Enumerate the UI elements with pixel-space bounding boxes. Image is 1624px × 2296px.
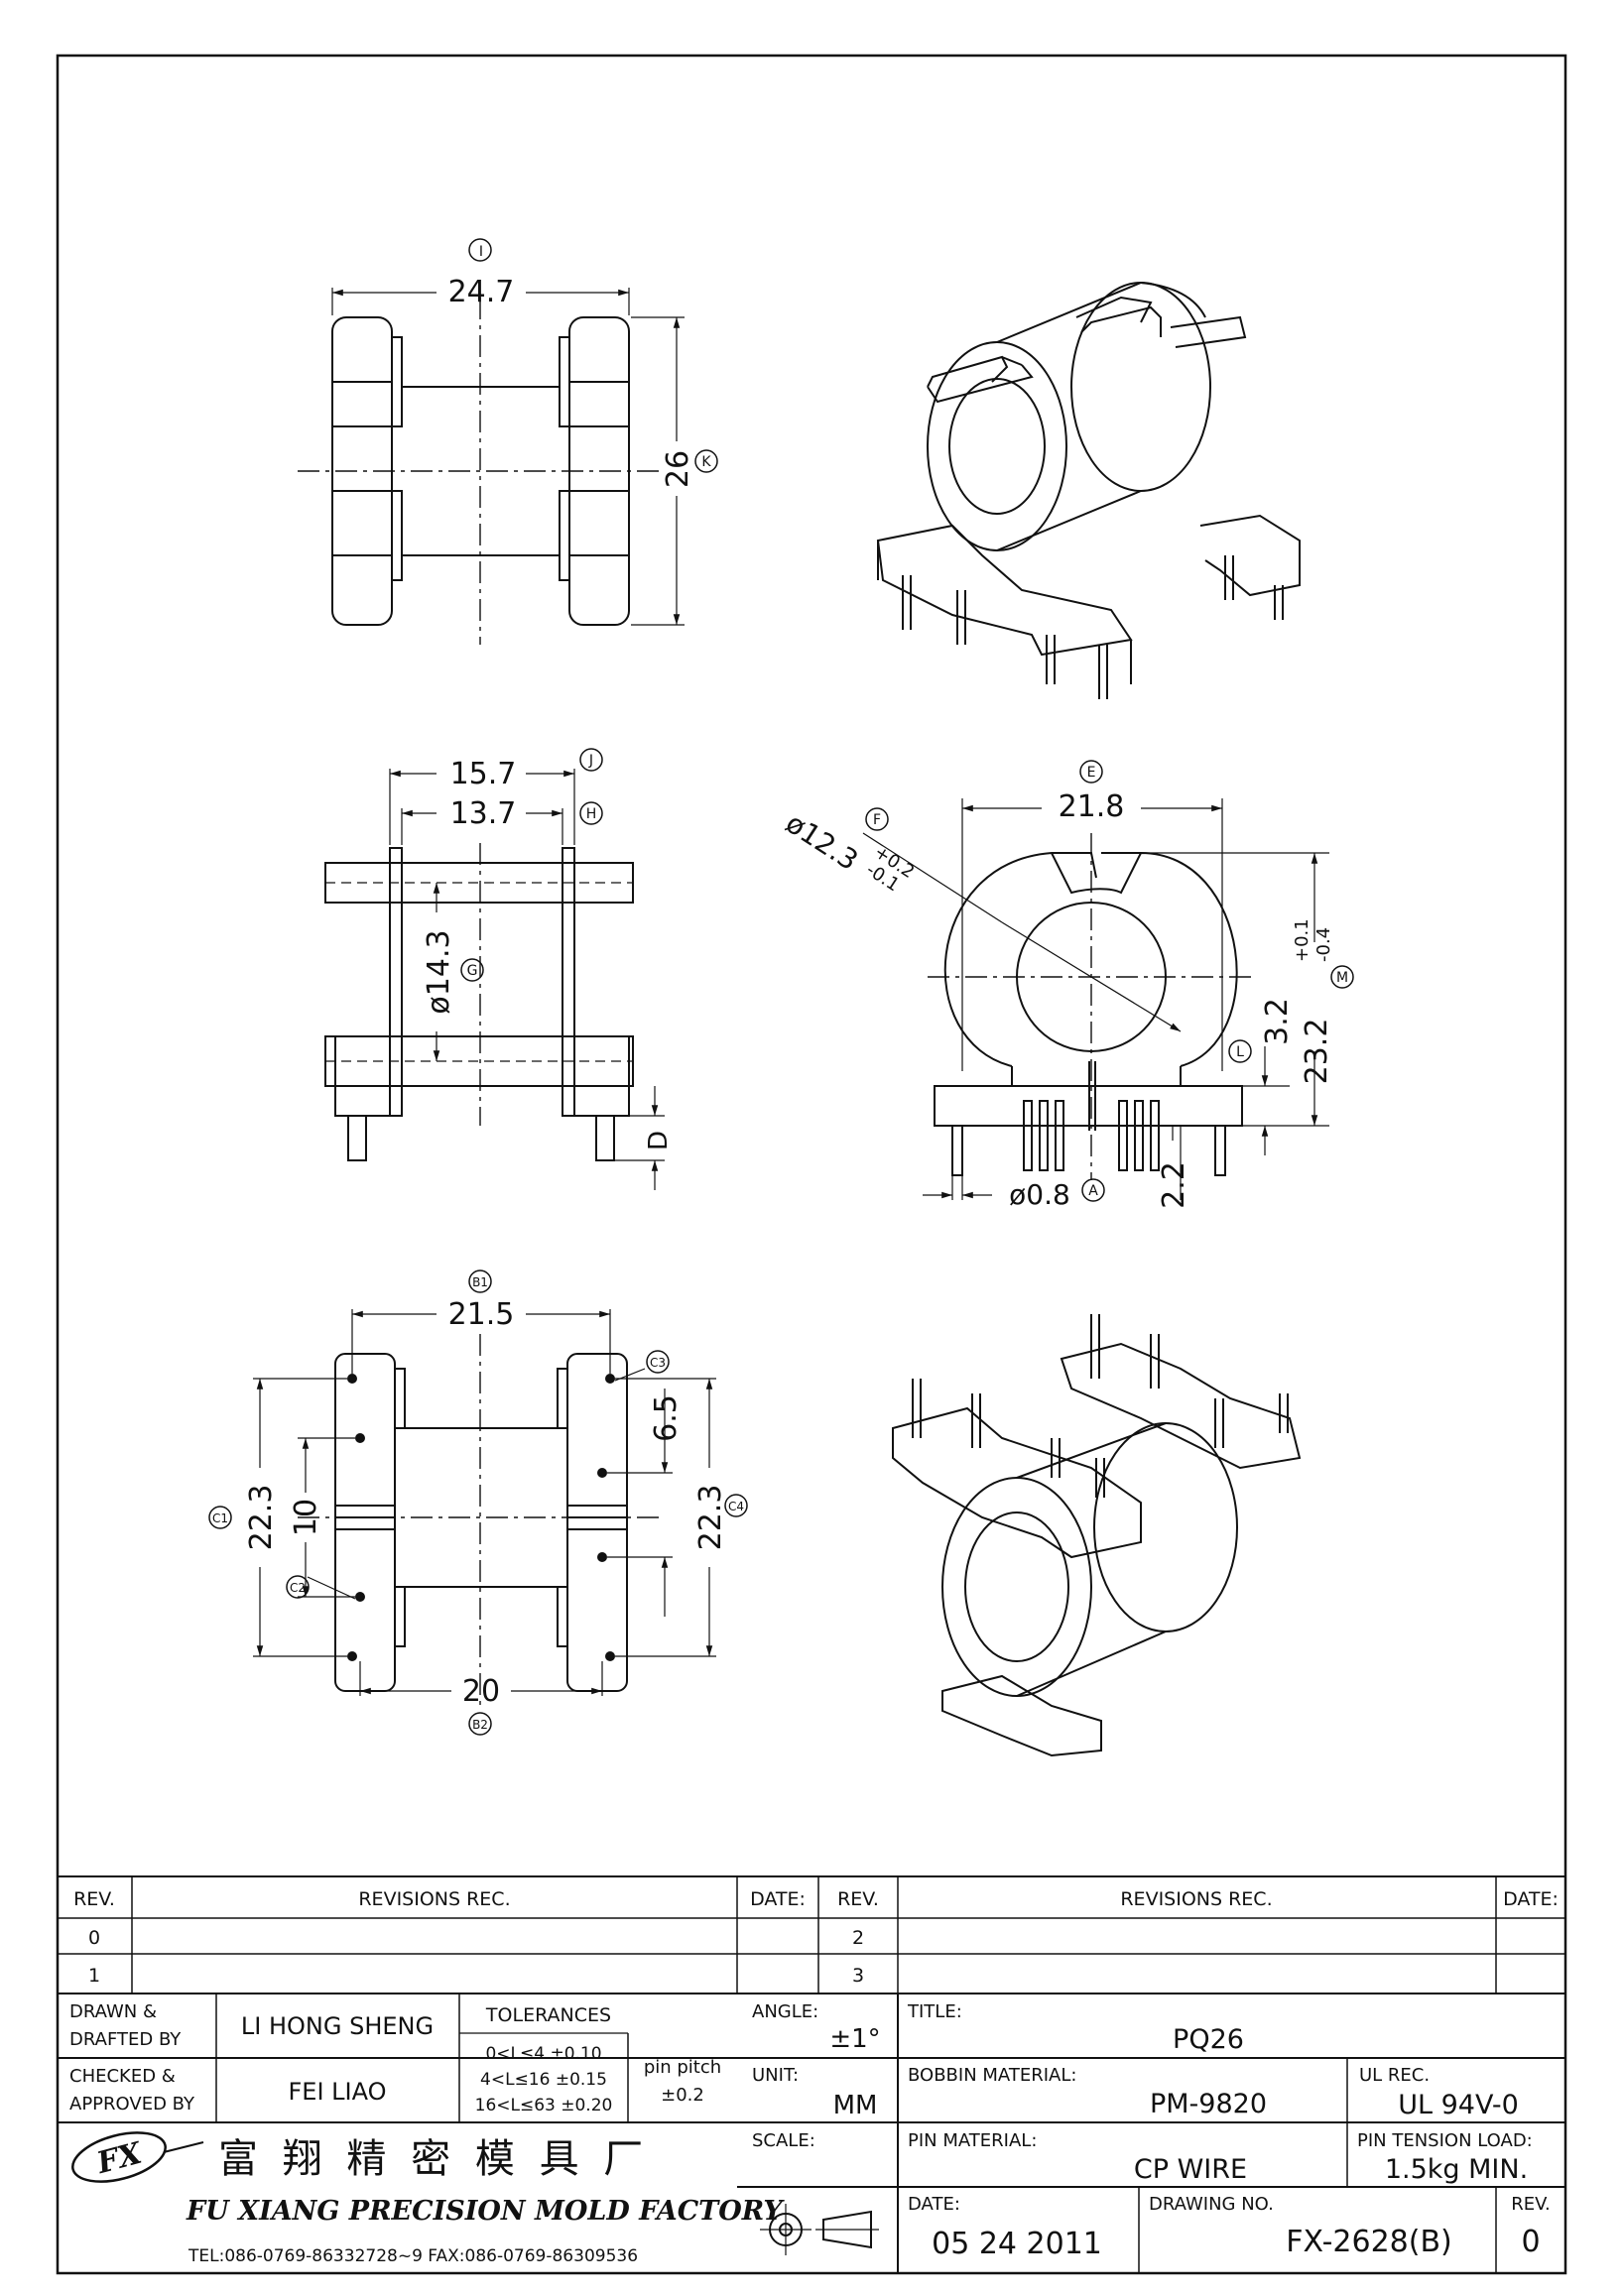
dim-15-7: 15.7 <box>450 757 517 791</box>
balloon-i: I <box>479 244 483 260</box>
balloon-k: K <box>701 454 711 470</box>
tolerance-row-1: 0<L≤4 ±0.10 <box>485 2044 601 2064</box>
dim-22-3-right: 22.3 <box>693 1485 728 1551</box>
front-view <box>862 760 1354 1202</box>
dim-dia-0-8: ø0.8 <box>1009 1178 1070 1211</box>
dim-21-5: 21.5 <box>448 1297 515 1332</box>
company-name-cn: 富 翔 精 密 模 具 厂 <box>218 2136 649 2182</box>
bobbin-material-label: BOBBIN MATERIAL: <box>908 2065 1076 2086</box>
title-label: TITLE: <box>907 2001 962 2022</box>
balloon-l: L <box>1236 1044 1244 1060</box>
rec-header-2: REVISIONS REC. <box>1120 1888 1272 1910</box>
tolerance-row-3: 16<L≤63 ±0.20 <box>475 2096 613 2115</box>
dim-24-7: 24.7 <box>448 275 515 309</box>
drawn-by-value: LI HONG SHENG <box>241 2012 434 2040</box>
pin-pitch-label: pin pitch <box>644 2057 721 2078</box>
unit-label: UNIT: <box>752 2065 799 2086</box>
tol-23-2-lower: -0.4 <box>1313 927 1334 962</box>
bobbin-material-value: PM-9820 <box>1150 2089 1267 2119</box>
ul-rec-value: UL 94V-0 <box>1398 2090 1519 2120</box>
balloon-c4: C4 <box>728 1500 744 1513</box>
drawn-label-1: DRAWN & <box>69 2001 157 2022</box>
pin-tension-label: PIN TENSION LOAD: <box>1357 2130 1533 2151</box>
pin-material-value: CP WIRE <box>1134 2154 1247 2185</box>
dim-2-2: 2.2 <box>1157 1161 1191 1209</box>
rev-1: 1 <box>88 1965 100 1987</box>
dim-23-2: 23.2 <box>1300 1019 1334 1085</box>
rev-header-1: REV. <box>73 1888 115 1910</box>
rev-label: REV. <box>1511 2194 1551 2215</box>
balloon-m: M <box>1336 970 1348 986</box>
drawing-no-label: DRAWING NO. <box>1149 2194 1274 2215</box>
balloon-c1: C1 <box>212 1511 228 1525</box>
title-value: PQ26 <box>1173 2024 1244 2055</box>
rec-header-1: REVISIONS REC. <box>358 1888 510 1910</box>
iso-view-front <box>876 282 1301 699</box>
rev-header-2: REV. <box>837 1888 879 1910</box>
dim-13-7: 13.7 <box>450 796 517 831</box>
tol-23-2-upper: +0.1 <box>1292 918 1312 962</box>
ul-rec-label: UL REC. <box>1359 2065 1430 2086</box>
rev-2: 2 <box>852 1927 864 1949</box>
balloon-b2: B2 <box>472 1718 488 1732</box>
date-value: 05 24 2011 <box>932 2227 1102 2261</box>
checked-label-2: APPROVED BY <box>69 2094 195 2115</box>
side-view <box>324 748 665 1190</box>
angle-value: ±1° <box>829 2024 880 2054</box>
dim-26: 26 <box>661 450 695 488</box>
company-name-en: FU XIANG PRECISION MOLD FACTORY <box>186 2196 785 2227</box>
pin-material-label: PIN MATERIAL: <box>908 2130 1037 2151</box>
rev-value: 0 <box>1521 2225 1540 2259</box>
sheet-border <box>56 54 1567 2275</box>
date-header-2: DATE: <box>1503 1888 1559 1910</box>
rev-0: 0 <box>88 1927 100 1949</box>
top-view <box>298 238 718 645</box>
dim-6-5: 6.5 <box>649 1394 684 1442</box>
drawn-label-2: DRAFTED BY <box>69 2029 182 2050</box>
tolerances-label: TOLERANCES <box>485 2004 611 2026</box>
balloon-j: J <box>588 753 593 769</box>
date-header-1: DATE: <box>750 1888 806 1910</box>
balloon-g: G <box>467 963 478 979</box>
tolerance-row-2: 4<L≤16 ±0.15 <box>480 2070 607 2090</box>
checked-by-value: FEI LIAO <box>288 2078 386 2106</box>
dim-20: 20 <box>462 1674 500 1709</box>
date-label: DATE: <box>908 2194 960 2215</box>
drawing-no-value: FX-2628(B) <box>1286 2225 1451 2259</box>
balloon-c2: C2 <box>290 1581 306 1595</box>
iso-view-bottom <box>892 1314 1302 1757</box>
pin-tension-value: 1.5kg MIN. <box>1385 2154 1528 2185</box>
dim-dia-12-3: ø12.3 <box>780 806 864 877</box>
balloon-e: E <box>1087 765 1096 781</box>
dim-10: 10 <box>289 1499 323 1536</box>
dim-d: D <box>644 1131 674 1150</box>
dim-dia-14-3: ø14.3 <box>422 929 456 1014</box>
company-contact: TEL:086-0769-86332728~9 FAX:086-0769-863… <box>187 2246 638 2266</box>
title-block <box>58 1994 1565 2273</box>
checked-label-1: CHECKED & <box>69 2066 176 2087</box>
unit-value: MM <box>833 2091 878 2120</box>
pin-pitch-value: ±0.2 <box>661 2085 704 2106</box>
rev-3: 3 <box>852 1965 864 1987</box>
revision-table <box>58 1875 1565 1994</box>
dim-21-8: 21.8 <box>1059 789 1125 824</box>
balloon-f: F <box>873 812 881 828</box>
bottom-view <box>208 1269 748 1736</box>
balloon-a: A <box>1088 1183 1098 1199</box>
balloon-b1: B1 <box>472 1275 488 1289</box>
company-logo: FX <box>71 2131 204 2183</box>
scale-label: SCALE: <box>752 2130 815 2151</box>
balloon-c3: C3 <box>650 1356 666 1370</box>
dim-22-3-left: 22.3 <box>244 1485 279 1551</box>
angle-label: ANGLE: <box>752 2001 818 2022</box>
dim-3-2: 3.2 <box>1260 998 1295 1045</box>
balloon-h: H <box>586 806 597 822</box>
